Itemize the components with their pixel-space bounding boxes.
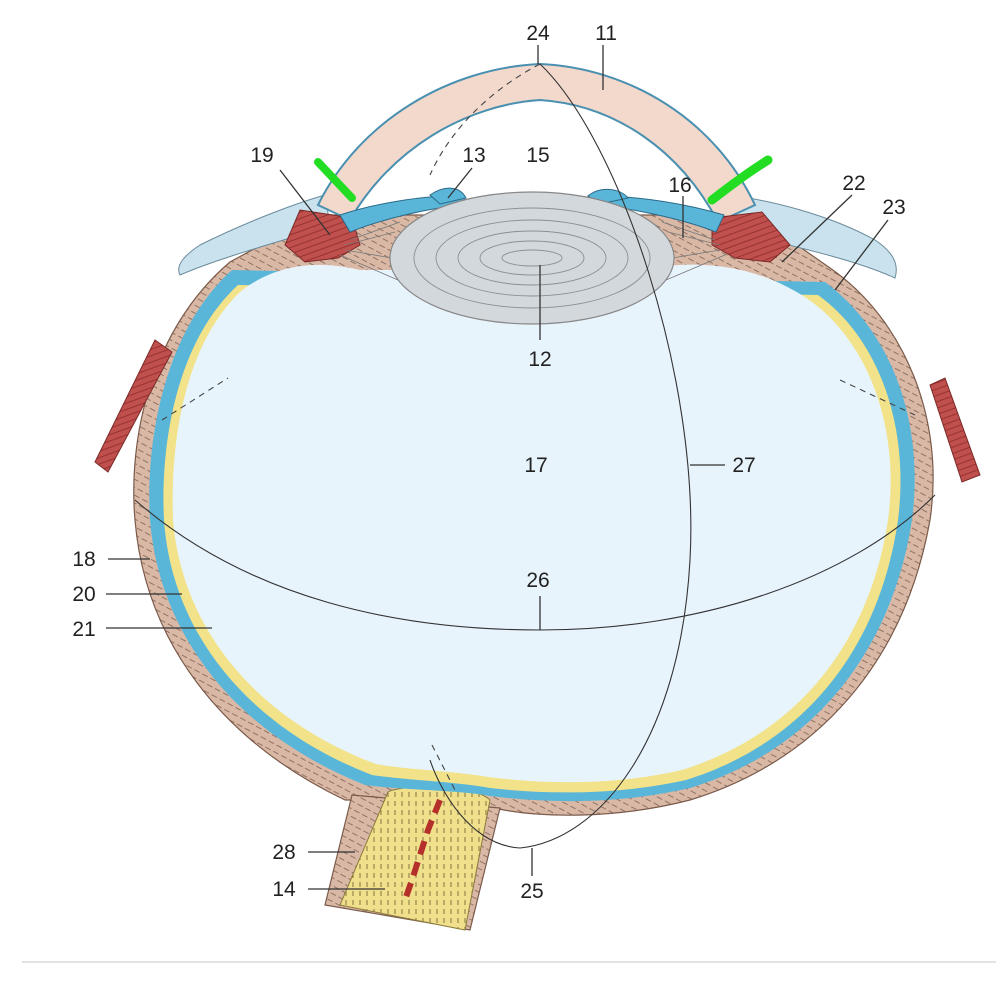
label-27: 27 xyxy=(732,454,755,477)
label-24: 24 xyxy=(526,22,550,45)
label-18: 18 xyxy=(72,548,95,571)
label-11: 11 xyxy=(595,22,617,45)
highlight-mark-right xyxy=(707,155,773,205)
conjunctiva-left xyxy=(178,194,331,276)
iris-left-tip xyxy=(429,187,467,205)
optic-axis-ellipse xyxy=(429,63,692,849)
lens xyxy=(389,191,675,325)
label-25: 25 xyxy=(520,880,543,903)
vitreous-body xyxy=(172,264,891,783)
label-21: 21 xyxy=(72,618,95,641)
highlight-mark-left xyxy=(314,158,356,202)
label-19: 19 xyxy=(250,144,273,167)
label-13: 13 xyxy=(462,144,485,167)
label-15: 15 xyxy=(526,144,549,167)
dashed-ora-right xyxy=(839,379,916,416)
extraocular-muscle-left xyxy=(94,339,173,473)
label-17: 17 xyxy=(524,454,547,477)
label-26: 26 xyxy=(526,569,549,592)
label-23: 23 xyxy=(882,196,905,219)
zonular-fibres xyxy=(339,221,726,281)
ciliary-body-right xyxy=(711,211,791,263)
dashed-meridian xyxy=(429,63,541,176)
dashed-optic-disc xyxy=(431,744,456,791)
label-16: 16 xyxy=(668,174,691,197)
leader-lines xyxy=(106,45,889,890)
label-20: 20 xyxy=(72,583,95,606)
label-12: 12 xyxy=(528,348,551,371)
central-retinal-vessels xyxy=(402,798,443,901)
cornea xyxy=(316,62,757,224)
lens-lamellae xyxy=(413,207,651,309)
extraocular-muscle-right xyxy=(929,377,981,483)
label-22: 22 xyxy=(842,172,865,195)
dashed-ora-left xyxy=(161,377,229,421)
label-14: 14 xyxy=(272,878,296,901)
label-28: 28 xyxy=(272,841,295,864)
number-labels: 24 11 19 13 15 16 22 23 12 17 27 26 18 2… xyxy=(72,22,905,903)
